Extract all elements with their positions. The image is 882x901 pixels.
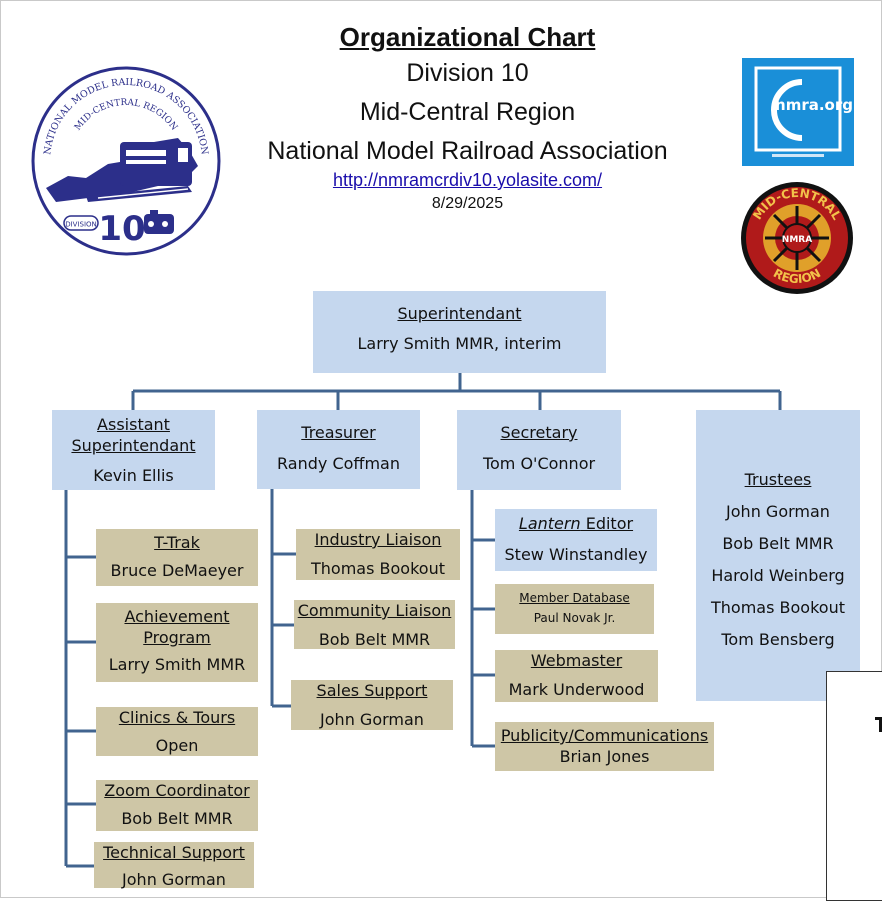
assistant-superintendant-box: Assistant Superintendant Kevin Ellis xyxy=(52,410,215,490)
treasurer-name: Randy Coffman xyxy=(277,454,400,473)
clinics-tours-box: Clinics & Tours Open xyxy=(96,707,258,756)
trustee-name: Harold Weinberg xyxy=(711,566,845,585)
zoom-coordinator-title: Zoom Coordinator xyxy=(104,781,250,800)
sales-support-name: John Gorman xyxy=(320,710,424,729)
clinics-tours-name: Open xyxy=(155,736,199,755)
technical-support-name: John Gorman xyxy=(122,870,226,889)
overlapping-window-fragment xyxy=(826,671,882,901)
website-link[interactable]: http://nmramcrdiv10.yolasite.com/ xyxy=(332,170,603,190)
region-label: Mid-Central Region xyxy=(359,98,576,126)
webmaster-title: Webmaster xyxy=(530,651,623,670)
publicity-communications-name: Brian Jones xyxy=(559,747,650,766)
secretary-name: Tom O'Connor xyxy=(482,454,596,473)
technical-support-box: Technical Support John Gorman xyxy=(94,842,254,889)
ttrak-title: T-Trak xyxy=(154,533,200,552)
superintendant-title: Superintendant xyxy=(397,304,522,323)
assistant-superintendant-name: Kevin Ellis xyxy=(93,466,174,485)
trustees-box: Trustees John Gorman Bob Belt MMR Harold… xyxy=(696,410,860,701)
member-database-title: Member Database xyxy=(519,591,630,605)
lantern-editor-box: Lantern Editor Stew Winstandley xyxy=(495,509,657,571)
lantern-editor-title: Lantern Editor xyxy=(518,514,634,533)
sales-support-title: Sales Support xyxy=(316,681,428,700)
industry-liaison-name: Thomas Bookout xyxy=(311,559,445,578)
overlay-glyph xyxy=(879,720,882,732)
superintendant-box: Superintendant Larry Smith MMR, interim xyxy=(313,291,606,373)
nmra-logo: nmra.org xyxy=(742,58,854,166)
webmaster-box: Webmaster Mark Underwood xyxy=(495,650,658,702)
trustees-title: Trustees xyxy=(744,470,812,489)
org-label: National Model Railroad Association xyxy=(267,137,668,165)
svg-text:NMRA: NMRA xyxy=(782,235,812,245)
technical-support-title: Technical Support xyxy=(103,843,245,862)
secretary-box: Secretary Tom O'Connor xyxy=(457,410,621,490)
achievement-program-title: Achievement Program xyxy=(124,607,230,647)
nmra-logo-mark: nmra.org xyxy=(754,66,853,157)
svg-text:DIVISION: DIVISION xyxy=(65,221,97,229)
chart-title: Organizational Chart xyxy=(339,22,596,52)
industry-liaison-title: Industry Liaison xyxy=(314,530,442,549)
treasurer-box: Treasurer Randy Coffman xyxy=(257,410,420,489)
secretary-title: Secretary xyxy=(500,423,578,442)
zoom-coordinator-box: Zoom Coordinator Bob Belt MMR xyxy=(96,780,258,831)
ttrak-box: T-Trak Bruce DeMaeyer xyxy=(96,529,258,586)
superintendant-name: Larry Smith MMR, interim xyxy=(357,334,562,353)
publicity-communications-title: Publicity/Communications xyxy=(500,726,709,745)
svg-text:nmra.org: nmra.org xyxy=(775,96,853,114)
webmaster-name: Mark Underwood xyxy=(508,680,645,699)
member-database-name: Paul Novak Jr. xyxy=(533,611,616,625)
clinics-tours-title: Clinics & Tours xyxy=(118,708,236,727)
trustee-name: Tom Bensberg xyxy=(721,630,835,649)
trustee-name: John Gorman xyxy=(726,502,830,521)
ttrak-name: Bruce DeMaeyer xyxy=(110,561,244,580)
division-seal-logo: NATIONAL MODEL RAILROAD ASSOCIATION MID-… xyxy=(31,66,221,256)
member-database-box: Member Database Paul Novak Jr. xyxy=(495,584,654,634)
achievement-program-box: Achievement Program Larry Smith MMR xyxy=(96,603,258,682)
svg-text:REGION: REGION xyxy=(771,266,823,286)
header: Organizational Chart Division 10 Mid-Cen… xyxy=(230,22,705,213)
svg-text:10: 10 xyxy=(98,209,145,249)
sales-support-box: Sales Support John Gorman xyxy=(291,680,453,730)
trustee-name: Bob Belt MMR xyxy=(722,534,834,553)
industry-liaison-box: Industry Liaison Thomas Bookout xyxy=(296,529,460,580)
overlay-glyph xyxy=(875,717,882,720)
zoom-coordinator-name: Bob Belt MMR xyxy=(121,809,233,828)
community-liaison-box: Community Liaison Bob Belt MMR xyxy=(294,600,455,649)
assistant-superintendant-title: Assistant Superintendant xyxy=(71,415,196,455)
mcr-logo: MID-CENTRAL NMRA REGION xyxy=(741,182,853,294)
publicity-communications-box: Publicity/Communications Brian Jones xyxy=(495,722,714,771)
community-liaison-title: Community Liaison xyxy=(297,601,452,620)
lantern-editor-name: Stew Winstandley xyxy=(504,545,648,564)
division-label: Division 10 xyxy=(406,59,529,87)
community-liaison-name: Bob Belt MMR xyxy=(318,630,431,649)
treasurer-title: Treasurer xyxy=(301,423,376,442)
trustee-name: Thomas Bookout xyxy=(711,598,845,617)
achievement-program-name: Larry Smith MMR xyxy=(108,655,246,674)
date-label: 8/29/2025 xyxy=(431,195,504,212)
